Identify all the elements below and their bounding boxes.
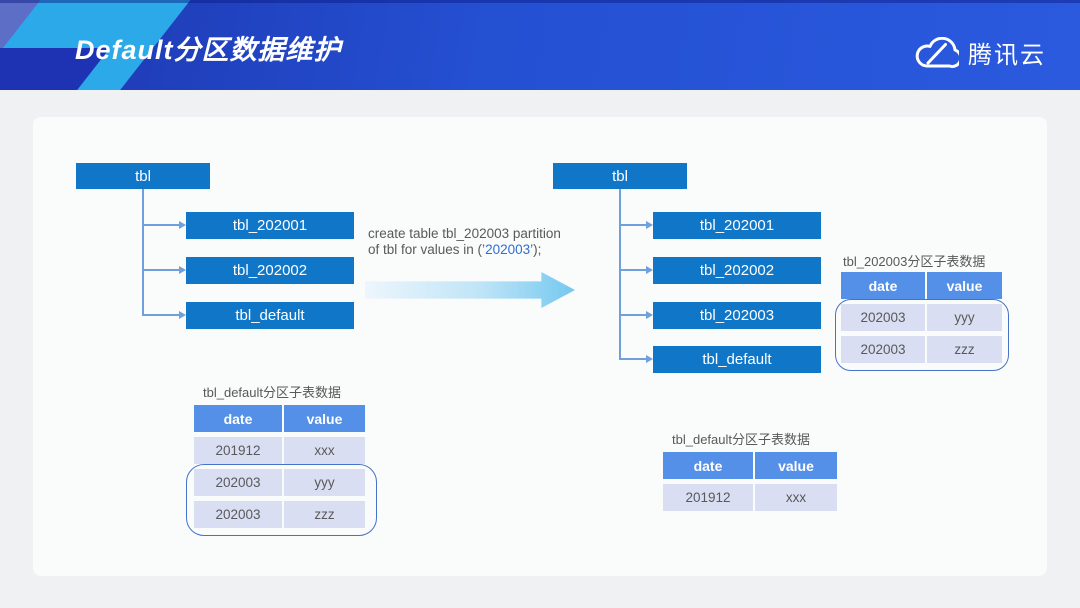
sql-line1: create table tbl_202003 partition [368,226,561,241]
tree-after-partition: tbl_202003 [653,302,821,329]
arrowhead-icon [646,221,653,229]
column-header-date: date [841,272,925,299]
cell-value: zzz [927,336,1002,363]
brand-name: 腾讯云 [968,42,1046,69]
column-header-value: value [927,272,1002,299]
cell-value: yyy [927,304,1002,331]
tree-before-branch-line [142,224,179,226]
sql-line2-prefix: of tbl for values in (’ [368,242,486,257]
tree-after-trunk-line [619,189,621,360]
tree-after-branch-line [619,224,646,226]
cell-date: 202003 [841,304,925,331]
tree-after-root: tbl [553,163,687,189]
table-202003: date value 202003 yyy 202003 zzz [841,272,1002,363]
tree-after-partition: tbl_202002 [653,257,821,284]
table-default-before: date value 201912 xxx 202003 yyy 202003 … [194,405,365,528]
tree-after-partition: tbl_default [653,346,821,373]
tree-after-branch-line [619,269,646,271]
header-top-line [0,0,1080,3]
tree-after-branch-line [619,314,646,316]
highlight-circle-default-rows [186,464,377,536]
tree-before-partition: tbl_202002 [186,257,354,284]
brand-logo: 腾讯云 [915,35,1046,70]
highlight-circle-202003-rows [835,299,1009,371]
arrowhead-icon [646,266,653,274]
sql-line2-suffix: ’); [530,242,542,257]
tree-before-trunk-line [142,189,144,316]
page-title: Default分区数据维护 [75,35,342,65]
arrowhead-icon [179,266,186,274]
arrowhead-icon [646,311,653,319]
header-band [0,0,1080,90]
cell-value: xxx [284,437,365,464]
arrowhead-icon [179,221,186,229]
cell-date: 202003 [194,469,282,496]
cell-date: 202003 [841,336,925,363]
cell-date: 201912 [194,437,282,464]
arrowhead-icon [179,311,186,319]
table-title-202003: tbl_202003分区子表数据 [843,254,986,269]
tree-after-partition: tbl_202001 [653,212,821,239]
table-title-default-before: tbl_default分区子表数据 [203,385,341,400]
column-header-value: value [755,452,837,479]
cell-value: xxx [755,484,837,511]
arrowhead-icon [646,355,653,363]
tree-before-partition: tbl_default [186,302,354,329]
column-header-date: date [194,405,282,432]
tree-after-branch-line [619,358,646,360]
cell-value: yyy [284,469,365,496]
tree-before-root: tbl [76,163,210,189]
column-header-date: date [663,452,753,479]
tree-before-branch-line [142,314,179,316]
table-title-default-after: tbl_default分区子表数据 [672,432,810,447]
cell-date: 201912 [663,484,753,511]
cell-value: zzz [284,501,365,528]
cell-date: 202003 [194,501,282,528]
tree-before-partition: tbl_202001 [186,212,354,239]
tree-before-branch-line [142,269,179,271]
table-default-after: date value 201912 xxx [663,452,837,511]
sql-command: create table tbl_202003 partition of tbl… [368,226,586,258]
sql-partition-value: 202003 [485,242,531,257]
column-header-value: value [284,405,365,432]
cloud-icon [915,36,959,68]
